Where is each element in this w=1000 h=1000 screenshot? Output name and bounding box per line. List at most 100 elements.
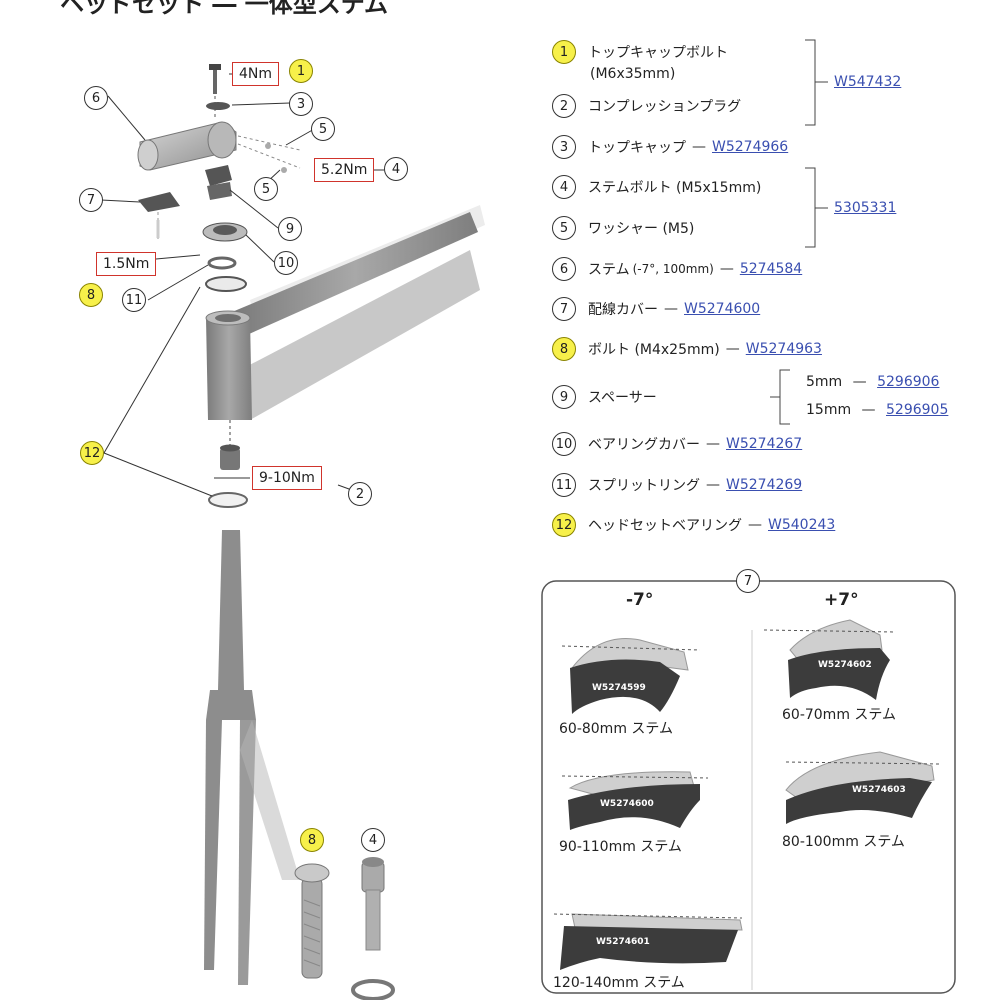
- cover-label-120-140: 120-140mm ステム: [553, 975, 685, 991]
- link-w540243[interactable]: W540243: [768, 517, 836, 533]
- legend-row-12: 12 ヘッドセットベアリング — W540243: [552, 511, 835, 539]
- cover-label-90-110: 90-110mm ステム: [559, 839, 682, 855]
- fork-steerer: [218, 530, 244, 690]
- torque-stem-bolt: 5.2Nm: [314, 158, 375, 182]
- stem-steerer-clamp: [207, 121, 237, 159]
- legend-name-7: 配線カバー: [588, 302, 658, 318]
- callout-7: 7: [79, 188, 103, 212]
- cover-w5274599: W5274599: [561, 638, 701, 714]
- cable-cover-small: [138, 192, 180, 212]
- spacer-5mm-size: 5mm: [806, 374, 843, 390]
- legend-name-4: ステムボルト (M5x15mm): [588, 180, 762, 196]
- page-title: ヘッドセット ― 一体型ステム: [60, 0, 388, 18]
- compression-plug: [220, 448, 240, 470]
- legend-num-10: 10: [552, 432, 576, 456]
- legend-name-8: ボルト (M4x25mm): [588, 342, 720, 358]
- frame-top-tube: [232, 212, 478, 338]
- cover-code-w5274601: W5274601: [596, 937, 650, 947]
- legend-row-7: 7 配線カバー — W5274600: [552, 295, 760, 323]
- callout-12: 12: [80, 441, 104, 465]
- bracket-1-2: [805, 39, 828, 126]
- callout-3: 3: [289, 92, 313, 116]
- link-w5274269[interactable]: W5274269: [726, 477, 803, 493]
- legend-row-2: 2 コンプレッションプラグ: [552, 92, 741, 120]
- legend-num-12: 12: [552, 513, 576, 537]
- legend-row-8: 8 ボルト (M4x25mm) — W5274963: [552, 335, 822, 363]
- callout-8-detail: 8: [300, 828, 324, 852]
- callout-9: 9: [278, 217, 302, 241]
- callout-4: 4: [384, 157, 408, 181]
- cover-code-w5274600: W5274600: [600, 799, 654, 809]
- link-5274584[interactable]: 5274584: [739, 261, 803, 277]
- upper-bearing: [205, 276, 247, 292]
- plus-7-label: +7°: [824, 590, 859, 610]
- callout-10: 10: [274, 251, 298, 275]
- top-cap-bolt: [213, 68, 217, 94]
- legend-row-3: 3 トップキャップ — W5274966: [552, 133, 788, 161]
- link-w5274966[interactable]: W5274966: [712, 139, 789, 155]
- split-ring: [207, 256, 237, 270]
- spacer-15mm: 15mm — 5296905: [806, 402, 948, 418]
- callout-6: 6: [84, 86, 108, 110]
- minus-7-label: -7°: [626, 590, 654, 610]
- legend-name-3: トップキャップ: [588, 140, 686, 156]
- stem-faceplate: [137, 139, 159, 171]
- dash: —: [852, 374, 867, 390]
- torque-compression-plug: 9-10Nm: [252, 466, 322, 490]
- callout-2: 2: [348, 482, 372, 506]
- link-5296905[interactable]: 5296905: [886, 402, 949, 418]
- lower-bearing: [208, 492, 248, 508]
- fork-crown: [206, 690, 256, 720]
- cover-w5274602: W5274602: [763, 619, 897, 700]
- link-w5274600[interactable]: W5274600: [684, 301, 761, 317]
- legend-num-1: 1: [552, 40, 576, 64]
- legend-row-11: 11 スプリットリング — W5274269: [552, 471, 802, 499]
- legend-name-5: ワッシャー (M5): [588, 221, 695, 237]
- legend-num-3: 3: [552, 135, 576, 159]
- cover-code-w5274599: W5274599: [592, 683, 646, 693]
- spacer-5mm: 5mm — 5296906: [806, 374, 939, 390]
- top-cap: [206, 102, 230, 110]
- dash: —: [706, 436, 720, 452]
- legend-row-9: 9 スペーサー: [552, 383, 657, 411]
- legend-name-2: コンプレッションプラグ: [588, 99, 742, 115]
- link-5296906[interactable]: 5296906: [877, 374, 940, 390]
- frame-head-tube: [206, 318, 252, 420]
- dash: —: [706, 477, 720, 493]
- callout-4-detail: 4: [361, 828, 385, 852]
- legend-row-6: 6 ステム (-7°, 100mm) — 5274584: [552, 255, 802, 283]
- legend-num-8: 8: [552, 337, 576, 361]
- torque-cover-bolt: 1.5Nm: [96, 252, 157, 276]
- callout-5b: 5: [254, 177, 278, 201]
- cover-code-w5274603: W5274603: [852, 785, 906, 795]
- legend-spec-6: (-7°, 100mm): [632, 262, 714, 276]
- link-w5274963[interactable]: W5274963: [745, 341, 822, 357]
- callout-5: 5: [311, 117, 335, 141]
- torque-top-cap-bolt: 4Nm: [232, 62, 280, 86]
- link-w5274267[interactable]: W5274267: [726, 436, 803, 452]
- dash: —: [861, 402, 876, 418]
- legend-row-4: 4 ステムボルト (M5x15mm): [552, 173, 761, 201]
- cover-code-w5274602: W5274602: [818, 660, 872, 670]
- spacer-15mm-size: 15mm: [806, 402, 852, 418]
- legend-name-11: スプリットリング: [588, 478, 700, 494]
- callout-1: 1: [289, 59, 313, 83]
- link-w547432[interactable]: W547432: [834, 74, 902, 90]
- link-5305331[interactable]: 5305331: [834, 200, 897, 216]
- dash: —: [664, 301, 678, 317]
- callout-8: 8: [79, 283, 103, 307]
- cover-label-60-70: 60-70mm ステム: [782, 707, 896, 723]
- legend-name-10: ベアリングカバー: [588, 437, 700, 453]
- dash: —: [692, 139, 706, 155]
- legend-num-5: 5: [552, 216, 576, 240]
- spacer: [205, 165, 232, 186]
- legend-num-7: 7: [552, 297, 576, 321]
- callout-11: 11: [122, 288, 146, 312]
- legend-num-9: 9: [552, 385, 576, 409]
- fork-leg-right: [238, 720, 256, 985]
- legend-row-5: 5 ワッシャー (M5): [552, 214, 694, 242]
- bracket-4-5: [805, 167, 828, 248]
- bracket-9: [770, 369, 790, 425]
- legend-row-10: 10 ベアリングカバー — W5274267: [552, 430, 802, 458]
- cover-label-60-80: 60-80mm ステム: [559, 721, 673, 737]
